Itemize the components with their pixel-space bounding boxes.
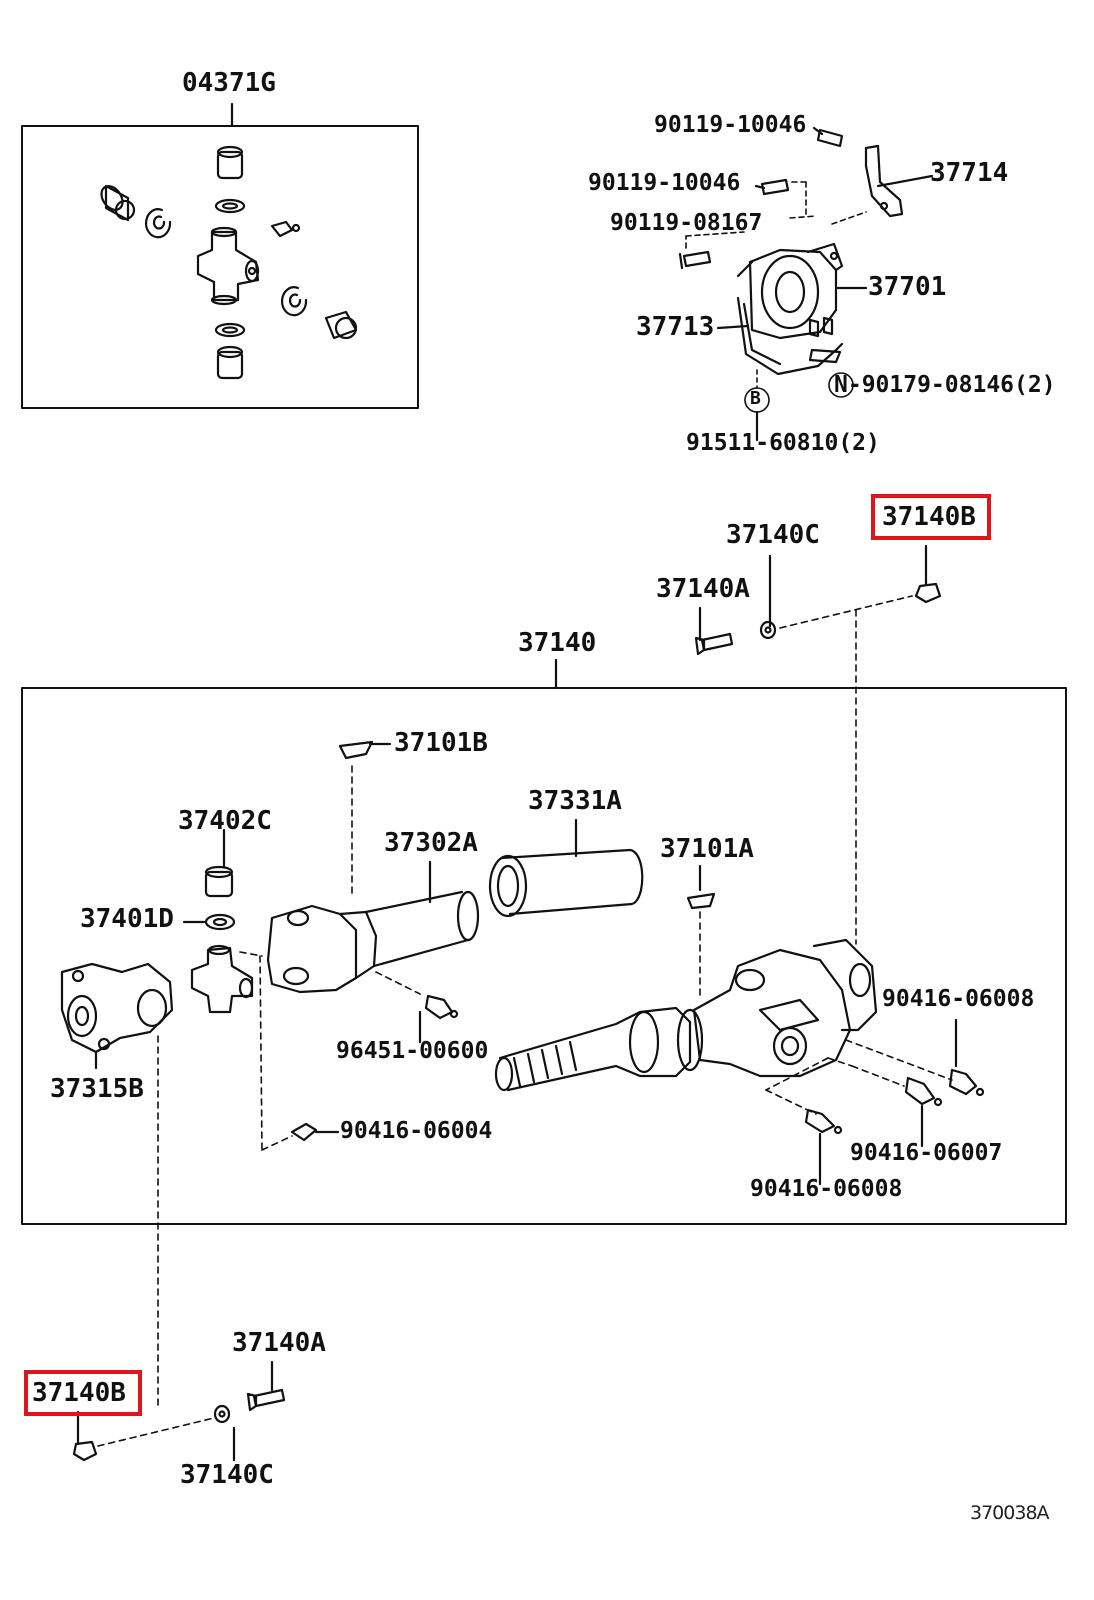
part-label-90119-10046-b[interactable]: 90119-10046 — [588, 170, 741, 196]
part-label-37140B-bottom[interactable]: 37140B — [32, 1378, 126, 1408]
part-label-37140C-bottom[interactable]: 37140C — [180, 1460, 274, 1490]
part-label-90416-06008-b[interactable]: 90416-06008 — [750, 1176, 903, 1202]
highlight-box-37140B-bottom — [24, 1370, 142, 1416]
part-label-90416-06004[interactable]: 90416-06004 — [340, 1118, 493, 1144]
part-label-37401D[interactable]: 37401D — [80, 904, 174, 934]
part-label-90179-08146[interactable]: N-90179-08146(2) — [834, 372, 1056, 398]
part-label-37701[interactable]: 37701 — [868, 272, 947, 302]
part-label-90119-08167[interactable]: 90119-08167 — [610, 210, 763, 236]
part-label-04371G[interactable]: 04371G — [182, 68, 276, 98]
part-label-90416-06007[interactable]: 90416-06007 — [850, 1140, 1003, 1166]
part-label-37140B-top[interactable]: 37140B — [882, 502, 976, 532]
part-label-37402C[interactable]: 37402C — [178, 806, 272, 836]
part-label-37714[interactable]: 37714 — [930, 158, 1009, 188]
marker-letter-b: B — [750, 388, 761, 409]
part-label-90416-06008-a[interactable]: 90416-06008 — [882, 986, 1035, 1012]
part-label-37302A[interactable]: 37302A — [384, 828, 478, 858]
part-label-37140C-top[interactable]: 37140C — [726, 520, 820, 550]
kit-box-04371G — [21, 102, 419, 409]
bottom-hardware-group — [72, 1360, 286, 1462]
part-label-37331A[interactable]: 37331A — [528, 786, 622, 816]
part-label-37101B[interactable]: 37101B — [394, 728, 488, 758]
part-label-37140A-top[interactable]: 37140A — [656, 574, 750, 604]
part-label-90119-10046-a[interactable]: 90119-10046 — [654, 112, 807, 138]
part-label-37140[interactable]: 37140 — [518, 628, 597, 658]
part-label-37713[interactable]: 37713 — [636, 312, 715, 342]
part-label-37140A-bottom[interactable]: 37140A — [232, 1328, 326, 1358]
figure-number: 370038A — [970, 1502, 1050, 1524]
part-label-37315B[interactable]: 37315B — [50, 1074, 144, 1104]
top-hardware-group — [694, 544, 942, 945]
part-label-91511-60810[interactable]: 91511-60810(2) — [686, 430, 880, 456]
center-bearing-assembly — [678, 126, 934, 442]
highlight-box-37140B-top — [871, 494, 991, 540]
shaft-assembly-box-37140 — [21, 658, 1067, 1411]
part-label-96451-00600[interactable]: 96451-00600 — [336, 1038, 489, 1064]
part-label-37101A[interactable]: 37101A — [660, 834, 754, 864]
